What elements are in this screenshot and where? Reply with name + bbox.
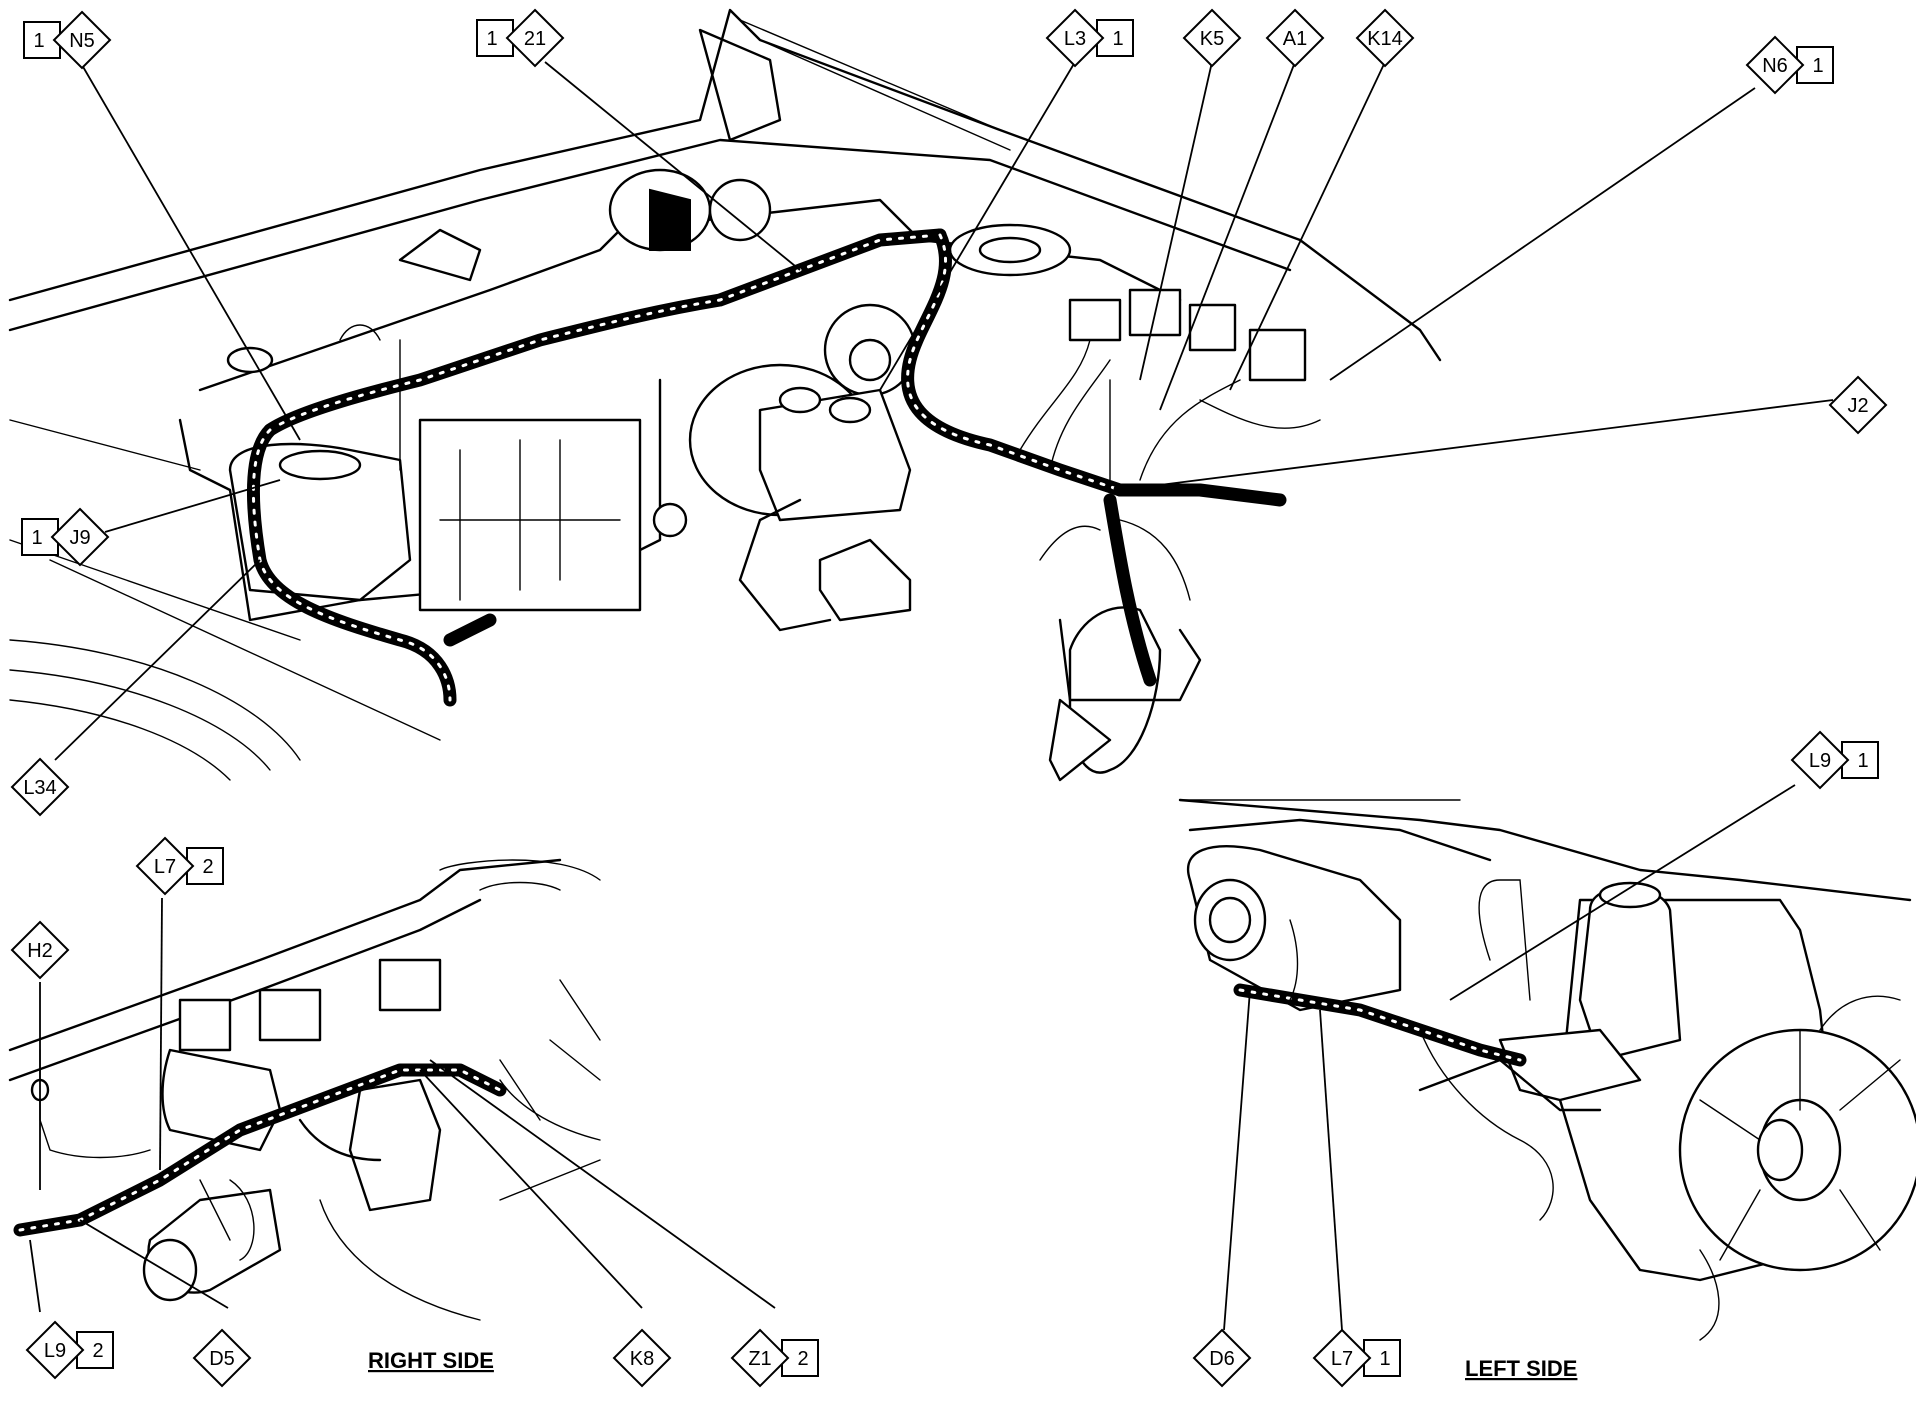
bulkhead-panel xyxy=(418,418,642,612)
callout-label: N6 xyxy=(1762,55,1788,77)
callout-j9: 1 J9 xyxy=(21,507,110,567)
callout-label: L3 xyxy=(1064,28,1086,50)
callout-diamond xyxy=(612,1328,672,1388)
callout-d5: D5 xyxy=(192,1328,252,1388)
callout-n5: 1 N5 xyxy=(23,10,112,70)
callout-label: L9 xyxy=(1809,750,1831,772)
relay-3 xyxy=(1188,303,1237,352)
callout-k14: K14 xyxy=(1355,8,1415,68)
left-harness xyxy=(1233,983,1527,1067)
callout-number: 2 xyxy=(202,856,213,878)
callout-diamond xyxy=(25,1320,85,1380)
callout-diamond xyxy=(1355,8,1415,68)
relay-4 xyxy=(1248,328,1307,382)
callout-diamond xyxy=(1265,8,1325,68)
callout-l34: L34 xyxy=(10,757,70,817)
left-side-view xyxy=(1178,798,1916,1341)
callout-l3: 1 L3 xyxy=(1045,8,1134,68)
callout-label: L7 xyxy=(1331,1348,1353,1370)
leader-lines xyxy=(29,61,1834,1331)
callout-diamond xyxy=(10,920,70,980)
callout-number: 1 xyxy=(1379,1348,1390,1370)
left-side-title: LEFT SIDE xyxy=(1465,1356,1577,1381)
callout-label: N5 xyxy=(69,30,95,52)
callout-j2: J2 xyxy=(1828,375,1888,435)
callout-d6: D6 xyxy=(1192,1328,1252,1388)
callout-k5: K5 xyxy=(1182,8,1242,68)
callout-diamond xyxy=(1045,8,1105,68)
right-side-title: RIGHT SIDE xyxy=(368,1348,494,1373)
callout-diamond xyxy=(1312,1328,1372,1388)
callout-diamond xyxy=(135,836,195,896)
callout-a1: A1 xyxy=(1265,8,1325,68)
callout-label: A1 xyxy=(1283,28,1307,50)
right-relay-2 xyxy=(258,988,322,1042)
callout-label: K14 xyxy=(1367,28,1403,50)
callout-l71: 1 L7 xyxy=(1312,1328,1401,1388)
callout-diamond xyxy=(1790,730,1850,790)
callout-diamond xyxy=(730,1328,790,1388)
callout-diamond xyxy=(10,757,70,817)
callout-label: 21 xyxy=(524,28,546,50)
callout-number: 1 xyxy=(1112,28,1123,50)
callout-diamond xyxy=(1745,35,1805,95)
callout-number: 2 xyxy=(92,1340,103,1362)
callout-h2: H2 xyxy=(10,920,70,980)
callout-l92: 2 L9 xyxy=(25,1320,114,1380)
callout-121: 1 21 xyxy=(476,8,565,68)
right-relay-1 xyxy=(178,998,232,1052)
callout-number: 1 xyxy=(1857,750,1868,772)
engine-compartment-view xyxy=(8,8,1442,782)
hood-edge xyxy=(8,138,1292,332)
callout-label: L9 xyxy=(44,1340,66,1362)
callout-diamond xyxy=(1828,375,1888,435)
callout-label: J9 xyxy=(69,527,90,549)
right-relay-3 xyxy=(378,958,442,1012)
callout-l72: 2 L7 xyxy=(135,836,224,896)
callout-n6: 1 N6 xyxy=(1745,35,1834,95)
callout-diamond xyxy=(505,8,565,68)
callout-label: Z1 xyxy=(748,1348,771,1370)
callout-label: H2 xyxy=(27,940,53,962)
callout-label: K5 xyxy=(1200,28,1224,50)
callout-number: 1 xyxy=(486,28,497,50)
cowl-panel xyxy=(698,28,782,142)
callout-label: D6 xyxy=(1209,1348,1235,1370)
callout-label: J2 xyxy=(1847,395,1868,417)
callout-number: 1 xyxy=(1812,55,1823,77)
callout-label: D5 xyxy=(209,1348,235,1370)
callout-diamond xyxy=(50,507,110,567)
callout-number: 2 xyxy=(797,1348,808,1370)
callout-diamond xyxy=(192,1328,252,1388)
washer-reservoir xyxy=(228,442,412,602)
relay-1 xyxy=(1068,298,1122,342)
callout-k8: K8 xyxy=(612,1328,672,1388)
right-side-view xyxy=(8,858,601,1321)
callout-number: 1 xyxy=(31,527,42,549)
callout-diamond xyxy=(1192,1328,1252,1388)
callout-label: L7 xyxy=(154,856,176,878)
callout-diamond xyxy=(52,10,112,70)
callout-label: K8 xyxy=(630,1348,654,1370)
callout-label: L34 xyxy=(23,777,56,799)
callout-diamond xyxy=(1182,8,1242,68)
callout-z1: 2 Z1 xyxy=(730,1328,819,1388)
callout-number: 1 xyxy=(33,30,44,52)
callout-l9a: 1 L9 xyxy=(1790,730,1879,790)
